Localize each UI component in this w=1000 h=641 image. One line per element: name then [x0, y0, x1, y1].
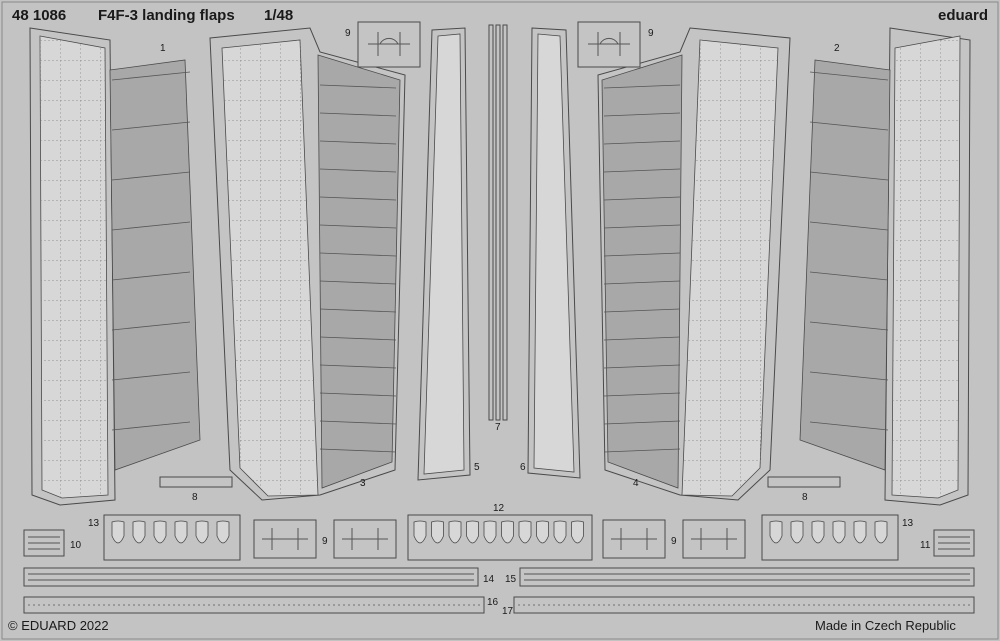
part-label-17: 17	[502, 606, 514, 617]
part-1-flap-left	[29, 27, 201, 506]
part-label-9-bottom-right: 9	[671, 536, 677, 547]
part-label-13-left: 13	[88, 518, 100, 529]
part-13-clips-left	[103, 514, 241, 561]
part-label-14: 14	[483, 574, 495, 585]
part-label-9-top-left: 9	[345, 28, 351, 39]
part-label-11: 11	[920, 540, 931, 551]
part-label-8-left: 8	[192, 492, 198, 503]
part-9-bracket-a	[253, 519, 317, 559]
footer-copyright: © EDUARD 2022	[8, 618, 109, 633]
part-9-bracket-top-left	[357, 21, 421, 68]
part-17-hinge-strip	[513, 596, 975, 614]
part-label-4: 4	[633, 478, 639, 489]
part-16-hinge-strip	[23, 596, 485, 614]
part-label-2: 2	[834, 43, 840, 54]
part-label-16: 16	[487, 597, 499, 608]
part-label-15: 15	[505, 574, 517, 585]
part-8-bar-right	[767, 476, 841, 488]
part-15-strip	[519, 567, 975, 587]
part-13-clips-right	[761, 514, 899, 561]
sheet-title: F4F-3 landing flaps	[98, 7, 235, 24]
sheet-code: 48 1086	[12, 7, 66, 24]
part-7-rods	[488, 24, 508, 421]
part-label-8-right: 8	[802, 492, 808, 503]
part-6-strip	[527, 27, 581, 479]
part-11-strips	[933, 529, 975, 557]
part-label-12: 12	[493, 503, 505, 514]
part-label-13-right: 13	[902, 518, 914, 529]
sheet-scale: 1/48	[264, 7, 293, 24]
part-12-clips	[407, 514, 593, 561]
part-8-bar-left	[159, 476, 233, 488]
part-9-bracket-b	[333, 519, 397, 559]
part-2-flap-right	[799, 27, 971, 506]
part-label-10: 10	[70, 540, 82, 551]
part-5-strip	[417, 27, 471, 481]
part-label-3: 3	[360, 478, 366, 489]
part-9-bracket-d	[682, 519, 746, 559]
part-label-9-bottom-left: 9	[322, 536, 328, 547]
part-4-flap-right-inner	[597, 27, 791, 501]
footer-origin: Made in Czech Republic	[815, 618, 956, 633]
part-9-bracket-top-right	[577, 21, 641, 68]
brand-logo: eduard	[938, 7, 988, 24]
part-label-1: 1	[160, 43, 166, 54]
part-14-strip	[23, 567, 479, 587]
part-10-strips	[23, 529, 65, 557]
part-label-9-top-right: 9	[648, 28, 654, 39]
part-label-5: 5	[474, 462, 480, 473]
part-3-flap-left-inner	[209, 27, 406, 501]
part-label-7: 7	[495, 422, 501, 433]
part-9-bracket-c	[602, 519, 666, 559]
part-label-6: 6	[520, 462, 526, 473]
